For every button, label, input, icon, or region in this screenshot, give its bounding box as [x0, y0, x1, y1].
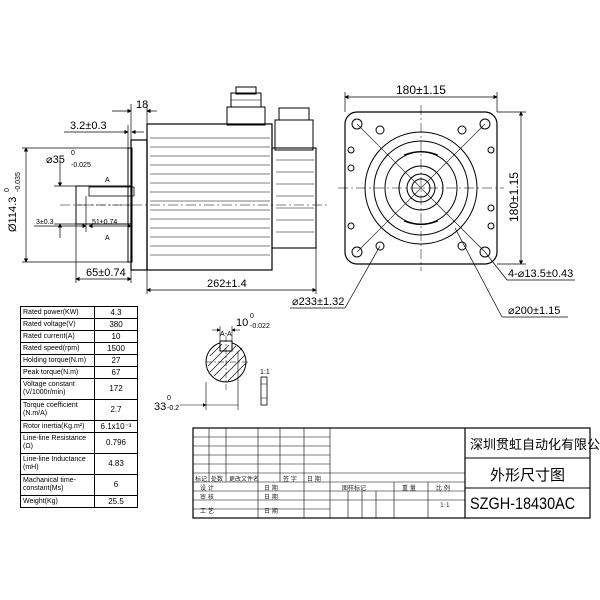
- ratio-value: 1:1: [440, 502, 450, 509]
- dim-bolt-circle: ⌀233±1.32: [292, 296, 344, 308]
- spec-label: Weight(Kg): [20, 495, 95, 508]
- table-row: Rated speed(rpm)1500: [20, 342, 138, 355]
- col-count: 处数: [211, 476, 224, 483]
- table-row: Machanical time-constant(Ms)6: [20, 474, 138, 496]
- shaft-section-view: [180, 326, 268, 410]
- spec-value: 380: [94, 318, 138, 331]
- spec-value: 4.83: [94, 453, 138, 475]
- spec-value: 1500: [94, 342, 138, 355]
- col-sign: 签 字: [283, 476, 297, 483]
- motor-end-view: [338, 105, 504, 271]
- spec-label: Rated power(KW): [20, 306, 95, 319]
- spec-value: 6: [94, 474, 138, 496]
- table-row: Line-line Resistance (Ω)0.796: [20, 432, 138, 454]
- dim-connector: 18: [136, 99, 148, 111]
- dim-pilot-dia: Ø114.3: [7, 197, 19, 232]
- table-row: Weight(Kg)25.5: [20, 495, 138, 508]
- table-row: Voltage constant (V/1000r/min)172: [20, 378, 138, 400]
- spec-label: Line-line Resistance (Ω): [20, 432, 95, 454]
- row-date-1: 日 期: [264, 485, 278, 492]
- dim-shaft-dia-tol2: -0.025: [71, 162, 91, 169]
- dim-key-depth: 33: [154, 401, 166, 413]
- spec-label: Peak torque(N.m): [20, 366, 95, 379]
- dim-key-width-tol: 0: [250, 313, 254, 320]
- col-date: 日 期: [307, 476, 321, 483]
- dim-holes: 4-⌀13.5±0.43: [508, 268, 573, 280]
- dim-pilot-tol: 0: [4, 188, 11, 192]
- spec-value: 4.3: [94, 306, 138, 319]
- spec-label: Machanical time-constant(Ms): [20, 474, 95, 496]
- spec-table: Rated power(KW)4.3 Rated voltage(V)380 R…: [20, 306, 138, 508]
- dim-key-width-tol2: -0.022: [250, 323, 270, 330]
- row-date-2: 日 期: [264, 494, 278, 501]
- motor-side-view: [60, 86, 330, 271]
- dim-flange-thickness: 3.2±0.3: [70, 120, 107, 132]
- section-ratio: 1:1: [260, 369, 270, 376]
- dim-shaft-dia: ⌀35: [46, 154, 65, 166]
- table-row: Rotor inertia(Kg.m²)6.1x10⁻³: [20, 420, 138, 433]
- dim-key-offset: 3±0.3: [36, 219, 54, 226]
- row-process: 工 艺: [200, 508, 214, 515]
- row-design: 设 计: [200, 485, 214, 492]
- section-view-labels: 10 0 -0.022 33 0 -0.2 A-A 1:1: [154, 313, 270, 413]
- table-row: Rated current(A)10: [20, 330, 138, 343]
- side-view-labels: 18 3.2±0.3 ⌀35 0 -0.025 Ø114.3 0 -0.035 …: [4, 99, 247, 290]
- spec-label: Line-line Inductance (mH): [20, 453, 95, 475]
- row-check: 审 核: [200, 494, 214, 501]
- col-mark: 标记: [195, 476, 208, 483]
- spec-value: 10: [94, 330, 138, 343]
- stage-mark: 图样标记: [342, 485, 367, 492]
- dim-key-width: 10: [236, 317, 248, 329]
- model-number: SZGH-18430AC: [470, 494, 576, 513]
- spec-label: Rated speed(rpm): [20, 342, 95, 355]
- table-row: Rated voltage(V)380: [20, 318, 138, 331]
- col-change-doc: 更改文件名: [229, 476, 260, 483]
- ratio-label: 比 例: [436, 485, 450, 492]
- dim-key-depth-tol: 0: [167, 395, 171, 402]
- spec-value: 25.5: [94, 495, 138, 508]
- table-row: Line-line Inductance (mH)4.83: [20, 453, 138, 475]
- table-row: Rated power(KW)4.3: [20, 306, 138, 319]
- spec-label: Rotor inertia(Kg.m²): [20, 420, 95, 433]
- dim-pilot: ⌀200±1.15: [508, 305, 560, 317]
- dim-pilot-tol2: -0.035: [15, 172, 22, 192]
- dim-shaft-length: 65±0.74: [86, 267, 126, 279]
- dim-key-depth-tol2: -0.2: [167, 405, 179, 412]
- section-label: A-A: [220, 331, 232, 338]
- section-mark-top: A: [105, 177, 110, 184]
- end-view-dimensions: [290, 92, 575, 318]
- spec-value: 2.7: [94, 399, 138, 421]
- spec-value: 0.796: [94, 432, 138, 454]
- spec-value: 67: [94, 366, 138, 379]
- spec-label: Voltage constant (V/1000r/min): [20, 378, 95, 400]
- drawing-title: 外形尺寸图: [490, 466, 566, 484]
- end-view-labels: 180±1.15 180±1.15 4-⌀13.5±0.43 ⌀233±1.32…: [292, 83, 573, 317]
- weight-label: 重 量: [402, 485, 416, 492]
- spec-label: Rated current(A): [20, 330, 95, 343]
- dim-shaft-dia-tol: 0: [71, 150, 75, 157]
- section-mark-bottom: A: [105, 235, 110, 242]
- spec-value: 27: [94, 354, 138, 367]
- side-view-dimensions: [22, 104, 317, 294]
- table-row: Holding torque(N.m)27: [20, 354, 138, 367]
- dim-height-right: 180±1.15: [507, 172, 521, 222]
- spec-label: Rated voltage(V): [20, 318, 95, 331]
- spec-label: Torque coefficient (N.m/A): [20, 399, 95, 421]
- spec-value: 172: [94, 378, 138, 400]
- dim-width-top: 180±1.15: [396, 83, 446, 97]
- company-name: 深圳贯虹自动化有限公司: [470, 438, 600, 453]
- spec-label: Holding torque(N.m): [20, 354, 95, 367]
- spec-value: 6.1x10⁻³: [94, 420, 138, 433]
- row-date-3: 日 期: [264, 508, 278, 515]
- table-row: Peak torque(N.m)67: [20, 366, 138, 379]
- dim-body-length: 262±1.4: [207, 278, 247, 290]
- table-row: Torque coefficient (N.m/A)2.7: [20, 399, 138, 421]
- title-block-grid: [192, 427, 591, 519]
- dim-key-length: 51±0.74: [92, 219, 117, 226]
